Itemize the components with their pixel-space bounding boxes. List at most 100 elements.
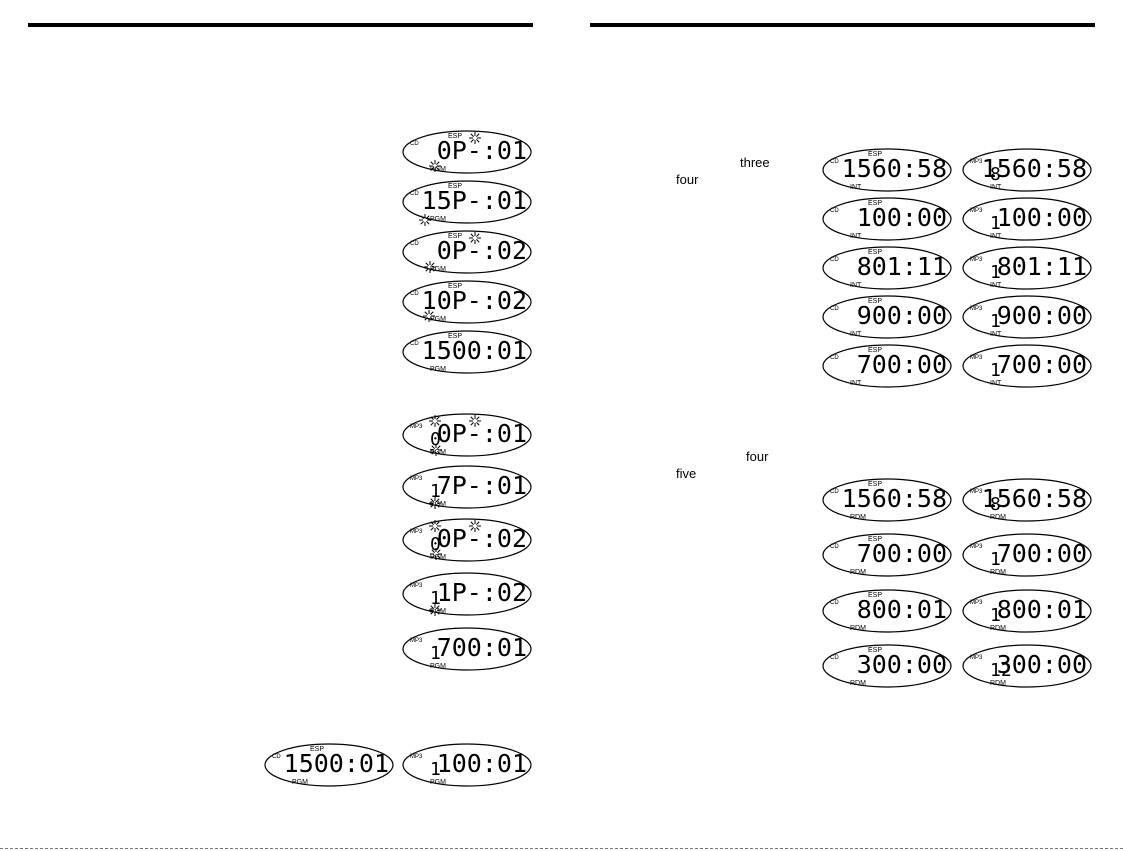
lcd-mode-label: MP3 <box>970 655 983 661</box>
lcd-mode-indicator: PGM <box>430 316 446 323</box>
blink-indicator-icon <box>430 444 442 456</box>
lcd-time-digits: 801:11 <box>857 252 947 281</box>
lcd-mode-indicator: RDM <box>990 569 1006 576</box>
lcd-mode-label: CD <box>830 159 839 165</box>
blink-indicator-icon <box>429 160 441 172</box>
blink-indicator-icon <box>469 232 481 244</box>
lcd-mode-indicator: RDM <box>850 680 866 687</box>
lcd-track-number: 12 <box>990 660 1012 681</box>
blink-indicator-icon <box>430 548 442 560</box>
lcd-esp-label: ESP <box>868 592 882 599</box>
lcd-mode-indicator: PGM <box>430 366 446 373</box>
lcd-outline <box>962 644 1092 688</box>
lcd-mode-label: MP3 <box>410 424 423 430</box>
lcd-track-number: 8 <box>990 494 1001 515</box>
lcd-mode-label: MP3 <box>410 529 423 535</box>
lcd-outline <box>822 533 952 577</box>
lcd-outline <box>962 478 1092 522</box>
lcd-outline <box>962 246 1092 290</box>
lcd-time-digits: 801:11 <box>997 252 1087 281</box>
lcd-outline <box>822 589 952 633</box>
lcd-mode-indicator: INT <box>990 380 1002 387</box>
lcd-outline <box>402 627 532 671</box>
lcd-mode-label: CD <box>830 306 839 312</box>
lcd-mode-label: MP3 <box>970 355 983 361</box>
lcd-mode-indicator: PGM <box>430 216 446 223</box>
lcd-mode-label: CD <box>410 341 419 347</box>
lcd-mode-indicator: PGM <box>430 608 446 615</box>
lcd-time-digits: 0P-:02 <box>437 236 527 265</box>
blink-indicator-icon <box>469 520 481 532</box>
lcd-outline <box>264 743 394 787</box>
lcd-outline <box>822 197 952 241</box>
lcd-track-number: 1 <box>990 360 1001 381</box>
lcd-mode-indicator: RDM <box>850 514 866 521</box>
lcd-time-digits: 0P-:01 <box>437 419 527 448</box>
blink-indicator-icon <box>469 415 481 427</box>
lcd-time-digits: 100:00 <box>997 203 1087 232</box>
lcd-mode-indicator: RDM <box>990 680 1006 687</box>
lcd-mode-label: CD <box>830 257 839 263</box>
lcd-esp-label: ESP <box>448 233 462 240</box>
blink-indicator-icon <box>429 520 441 532</box>
lcd-mode-indicator: INT <box>850 184 862 191</box>
lcd-outline <box>822 644 952 688</box>
lcd-track-number: 0 <box>430 429 441 450</box>
lcd-time-digits: 1560:58 <box>842 154 947 183</box>
lcd-mode-label: CD <box>830 655 839 661</box>
lcd-track-number: 1 <box>990 262 1001 283</box>
lcd-mode-indicator: PGM <box>430 501 446 508</box>
lcd-esp-label: ESP <box>868 481 882 488</box>
lcd-esp-label: ESP <box>448 283 462 290</box>
lcd-esp-label: ESP <box>868 347 882 354</box>
lcd-time-digits: 300:00 <box>857 650 947 679</box>
lcd-mode-label: CD <box>830 208 839 214</box>
lcd-outline <box>962 197 1092 241</box>
lcd-track-number: 1 <box>430 643 441 664</box>
lcd-mode-indicator: INT <box>850 331 862 338</box>
lcd-mode-label: CD <box>410 141 419 147</box>
lcd-mode-label: CD <box>830 355 839 361</box>
blink-indicator-icon <box>469 132 481 144</box>
lcd-time-digits: 1P-:02 <box>437 578 527 607</box>
lcd-mode-label: CD <box>272 754 281 760</box>
lcd-esp-label: ESP <box>310 746 324 753</box>
right-page-header-rule <box>590 23 1095 27</box>
lcd-outline <box>962 533 1092 577</box>
lcd-outline <box>962 148 1092 192</box>
lcd-esp-label: ESP <box>448 333 462 340</box>
lcd-esp-label: ESP <box>868 647 882 654</box>
lcd-esp-label: ESP <box>448 183 462 190</box>
blink-indicator-icon <box>423 310 435 322</box>
lcd-mode-indicator: RDM <box>990 514 1006 521</box>
blink-indicator-icon <box>429 497 441 509</box>
lcd-mode-indicator: PGM <box>430 266 446 273</box>
lcd-time-digits: 800:01 <box>997 595 1087 624</box>
lcd-track-number: 0 <box>430 534 441 555</box>
lcd-outline <box>962 344 1092 388</box>
text-five: five <box>676 466 697 481</box>
lcd-mode-indicator: PGM <box>292 779 308 786</box>
lcd-mode-indicator: INT <box>990 233 1002 240</box>
lcd-time-digits: 900:00 <box>997 301 1087 330</box>
lcd-mode-indicator: RDM <box>850 625 866 632</box>
lcd-time-digits: 100:01 <box>437 749 527 778</box>
lcd-track-number: 1 <box>430 588 441 609</box>
left-page-header-rule <box>28 23 533 27</box>
